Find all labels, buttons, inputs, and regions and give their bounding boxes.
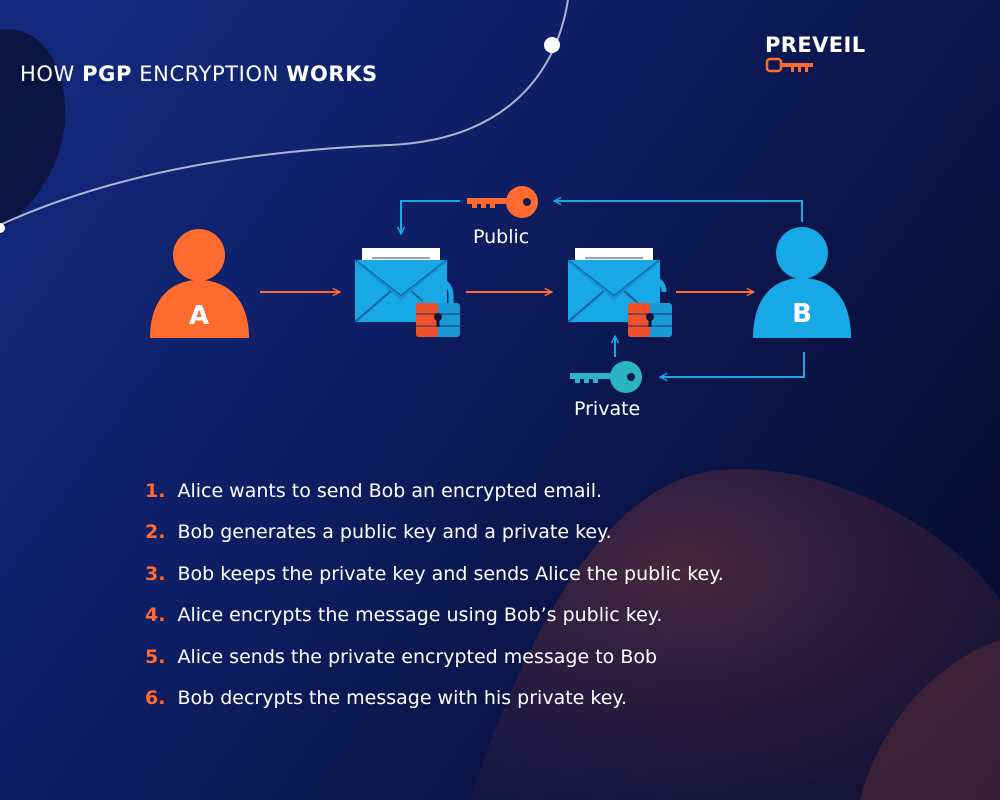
recipient-letter: B: [792, 299, 812, 329]
step-text: Bob generates a public key and a private…: [177, 521, 612, 544]
title-prefix: HOW: [20, 62, 83, 86]
title-works: WORKS: [286, 62, 378, 86]
step-number: 2.: [145, 521, 166, 544]
warm-blob-inner: [860, 640, 1000, 800]
decorative-dot-edge: [0, 223, 5, 233]
private-key-icon: [570, 361, 642, 393]
step-number: 4.: [145, 604, 166, 627]
list-item: 2. Bob generates a public key and a priva…: [145, 519, 724, 560]
logo-text: PREVEIL: [765, 33, 866, 57]
step-text: Alice sends the private encrypted messag…: [177, 645, 658, 668]
step-number: 6.: [145, 686, 166, 709]
preveil-logo: PREVEIL: [765, 33, 875, 75]
title-pgp: PGP: [82, 62, 132, 86]
list-item: 4. Alice encrypts the message using Bob’s…: [145, 602, 724, 643]
public-key-label: Public: [473, 226, 530, 248]
decorative-dot: [544, 37, 560, 53]
step-text: Bob decrypts the message with his privat…: [177, 686, 627, 709]
recipient-person-icon: B: [753, 227, 851, 338]
sender-person-icon: A: [150, 229, 249, 338]
step-number: 1.: [145, 480, 166, 502]
public-key-icon: [467, 186, 538, 218]
private-key-path: [660, 352, 805, 377]
step-number: 3.: [145, 562, 166, 585]
warm-blob-bottom-right: [470, 469, 1000, 800]
decorative-curve: [0, 0, 569, 226]
title-middle: ENCRYPTION: [132, 62, 287, 86]
private-key-label: Private: [574, 398, 641, 420]
logo-key-icon: [765, 57, 813, 73]
locked-padlock-icon: [416, 278, 460, 337]
public-key-to-envelope-path: [401, 200, 460, 234]
page-title: HOW PGP ENCRYPTION WORKS: [20, 62, 378, 86]
sender-letter: A: [189, 301, 209, 331]
step-text: Alice encrypts the message using Bob’s p…: [177, 604, 663, 627]
list-item: 5. Alice sends the private encrypted mess…: [145, 644, 724, 685]
unlocked-padlock-icon: [628, 276, 672, 337]
list-item: 3. Bob keeps the private key and sends Al…: [145, 561, 724, 602]
steps-list: 1. Alice wants to send Bob an encrypted e…: [145, 478, 724, 726]
step-text: Bob keeps the private key and sends Alic…: [177, 562, 724, 585]
step-number: 5.: [145, 645, 166, 668]
dark-blob-top-left: [0, 29, 66, 230]
public-key-return-path: [554, 201, 803, 222]
list-item: 6. Bob decrypts the message with his priv…: [145, 685, 724, 726]
list-item: 1. Alice wants to send Bob an encrypted e…: [145, 478, 724, 519]
step-text: Alice wants to send Bob an encrypted ema…: [177, 480, 603, 502]
